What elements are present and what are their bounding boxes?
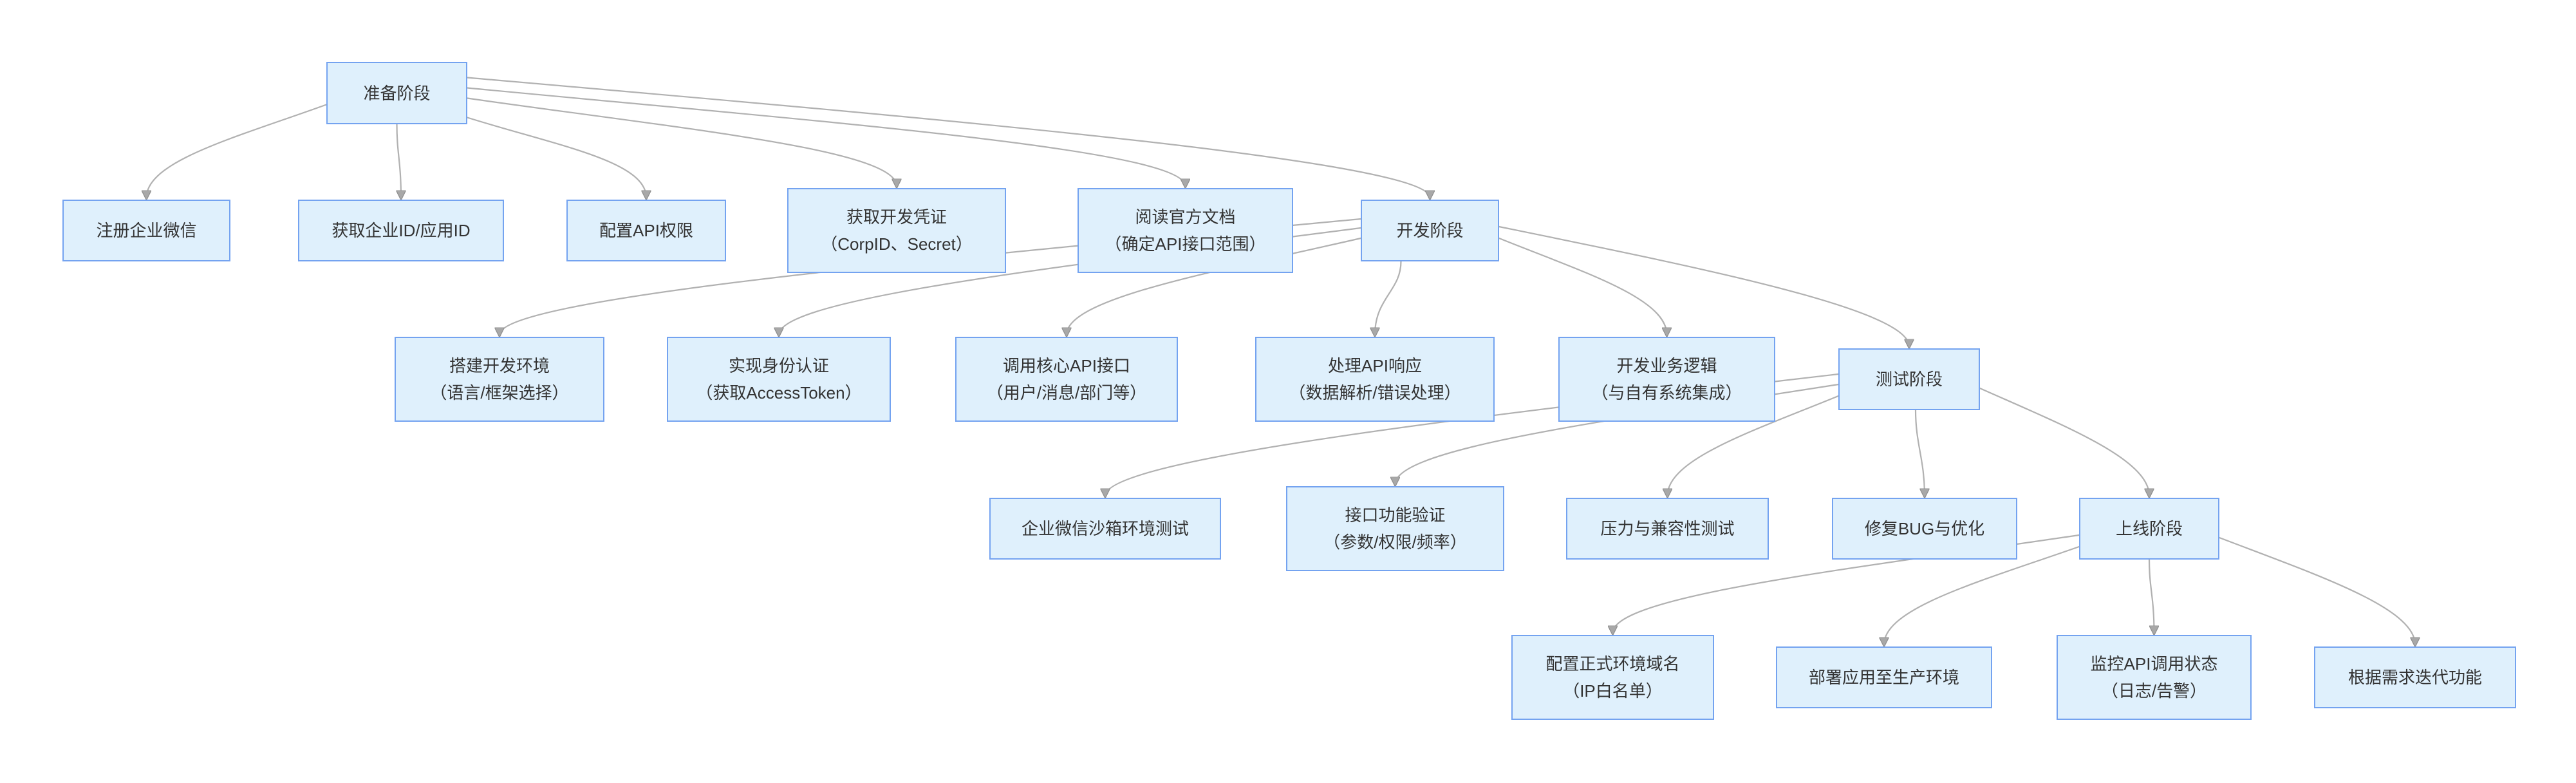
node-label: （与自有系统集成） [1591,383,1742,402]
flow-node-implement-auth[interactable]: 实现身份认证 （获取AccessToken） [667,337,891,422]
edge-launch-stage-monitor-api-status [2148,558,2154,633]
node-label: 搭建开发环境 [449,356,550,375]
edge-prepare-stage-register-wecom [147,104,328,198]
node-label: （日志/告警） [2101,681,2207,701]
node-label: 获取企业ID/应用ID [331,221,471,240]
node-label: （用户/消息/部门等） [986,383,1147,402]
node-label: 测试阶段 [1875,370,1943,389]
flow-node-get-dev-credentials[interactable]: 获取开发凭证 （CorpID、Secret） [787,188,1006,273]
flow-node-fix-bug-optimize[interactable]: 修复BUG与优化 [1832,498,2017,560]
node-label: 配置正式环境域名 [1545,654,1680,674]
node-label: 上线阶段 [2115,519,2183,538]
node-label: 准备阶段 [363,83,431,103]
node-label: 修复BUG与优化 [1864,519,1985,538]
flow-node-setup-dev-env[interactable]: 搭建开发环境 （语言/框架选择） [395,337,604,422]
node-label: 根据需求迭代功能 [2347,668,2482,687]
node-label: （语言/框架选择） [430,383,569,402]
edge-dev-stage-test-stage [1498,225,1909,346]
node-label: 部署应用至生产环境 [1808,668,1959,687]
node-label: （获取AccessToken） [696,383,862,402]
edge-dev-stage-develop-biz-logic [1498,237,1667,335]
node-label: 配置API权限 [599,221,693,240]
node-label: 实现身份认证 [728,356,829,375]
edge-test-stage-launch-stage [1979,387,2149,496]
flow-node-test-stage[interactable]: 测试阶段 [1838,348,1980,410]
flow-node-stress-compat-test[interactable]: 压力与兼容性测试 [1566,498,1769,560]
node-label: 压力与兼容性测试 [1600,519,1735,538]
node-label: 接口功能验证 [1345,505,1446,525]
edge-test-stage-stress-compat-test [1668,395,1840,496]
node-label: （数据解析/错误处理） [1289,383,1461,402]
edge-dev-stage-call-core-api [1067,237,1362,335]
edge-launch-stage-deploy-to-prod [1884,545,2080,645]
flow-node-sandbox-test[interactable]: 企业微信沙箱环境测试 [989,498,1221,560]
node-label: 调用核心API接口 [1003,356,1130,375]
node-label: 监控API调用状态 [2090,654,2218,674]
flow-node-prepare-stage[interactable]: 准备阶段 [326,62,467,124]
node-label: （IP白名单） [1563,681,1663,701]
flow-node-iterate-features[interactable]: 根据需求迭代功能 [2314,646,2516,708]
node-label: （CorpID、Secret） [821,234,973,254]
flow-node-develop-biz-logic[interactable]: 开发业务逻辑 （与自有系统集成） [1558,337,1775,422]
flow-node-dev-stage[interactable]: 开发阶段 [1361,200,1499,261]
node-label: 处理API响应 [1328,356,1422,375]
edge-prepare-stage-get-dev-credentials [466,97,897,187]
flow-node-monitor-api-status[interactable]: 监控API调用状态 （日志/告警） [2057,635,2252,720]
edge-group [147,77,2416,645]
node-label: 企业微信沙箱环境测试 [1021,519,1189,538]
flow-node-config-api-perm[interactable]: 配置API权限 [566,200,726,261]
flow-node-config-prod-domain[interactable]: 配置正式环境域名 （IP白名单） [1511,635,1714,720]
flow-node-api-function-verify[interactable]: 接口功能验证 （参数/权限/频率） [1286,486,1504,571]
flow-node-deploy-to-prod[interactable]: 部署应用至生产环境 [1776,646,1992,708]
node-label: （参数/权限/频率） [1323,533,1467,552]
flow-node-read-official-docs[interactable]: 阅读官方文档 （确定API接口范围） [1078,188,1293,273]
node-label: 获取开发凭证 [846,207,947,227]
flow-node-register-wecom[interactable]: 注册企业微信 [62,200,230,261]
edge-prepare-stage-get-corp-app-id [397,123,402,198]
flow-node-get-corp-app-id[interactable]: 获取企业ID/应用ID [298,200,504,261]
flow-node-call-core-api[interactable]: 调用核心API接口 （用户/消息/部门等） [955,337,1178,422]
node-label: 开发业务逻辑 [1616,356,1717,375]
flow-node-launch-stage[interactable]: 上线阶段 [2079,498,2219,560]
node-label: （确定API接口范围） [1105,234,1266,254]
edge-test-stage-fix-bug-optimize [1914,409,1925,496]
node-label: 开发阶段 [1396,221,1464,240]
flow-node-handle-api-response[interactable]: 处理API响应 （数据解析/错误处理） [1255,337,1495,422]
node-label: 注册企业微信 [96,221,197,240]
node-label: 阅读官方文档 [1135,207,1236,227]
edge-launch-stage-iterate-features [2218,536,2415,645]
edge-prepare-stage-read-official-docs [466,87,1186,187]
edge-dev-stage-handle-api-response [1375,260,1402,335]
edge-prepare-stage-dev-stage [466,77,1430,198]
edge-prepare-stage-config-api-perm [466,117,646,198]
